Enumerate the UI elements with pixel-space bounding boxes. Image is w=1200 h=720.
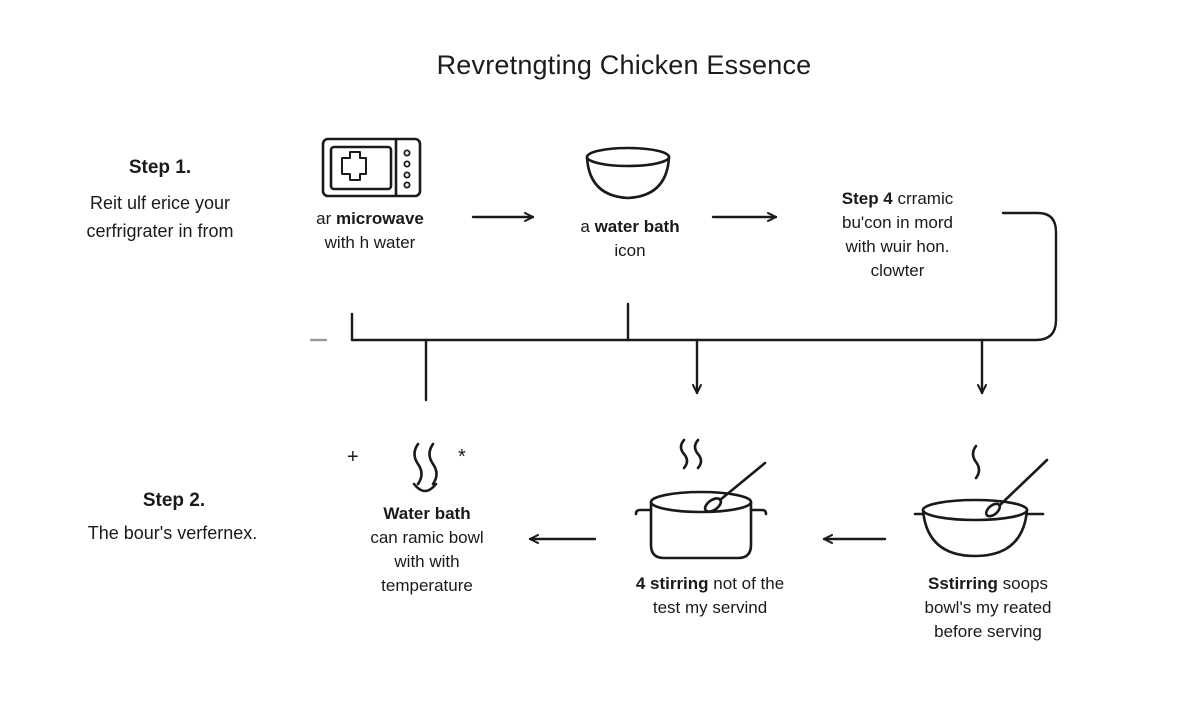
water-bath-bottom-line2: can ramic bowl — [370, 528, 484, 547]
water-bath-bottom-line1: Water bath — [383, 504, 471, 523]
microwave-node-text: ar microwave with h water — [295, 207, 445, 255]
bowl-icon — [585, 146, 671, 200]
step4-line2: bu'con in mord — [842, 213, 953, 232]
microwave-icon — [321, 137, 422, 198]
step1-text: Reit ulf erice your cerfrigrater in from — [55, 189, 265, 245]
diagram-title: Revretngting Chicken Essence — [436, 50, 812, 80]
bowl-with-spoon-icon — [913, 444, 1049, 558]
stirring-pot-line2: test my servind — [652, 598, 768, 617]
step1-text-line1: Reit ulf erice your — [89, 193, 231, 213]
stirring-pot-text: 4 stirring not of the test my servind — [610, 572, 810, 620]
microwave-text-line1: ar microwave — [316, 209, 424, 228]
water-bath-top-line1: a water bath — [580, 217, 680, 236]
water-bath-top-line2: icon — [614, 241, 646, 260]
water-bath-top-text: a water bath icon — [550, 215, 710, 263]
stirring-bowl-line2: bowl's my reated — [924, 598, 1052, 617]
microwave-text-line2: with h water — [324, 233, 416, 252]
connector-bracket — [350, 211, 1058, 342]
water-bath-bottom-line3: with with — [394, 552, 460, 571]
steam-icon — [412, 442, 438, 493]
stirring-bowl-line3: before serving — [934, 622, 1042, 641]
step4-line1: Step 4 crramic — [841, 189, 954, 208]
step4-line4: clowter — [870, 261, 925, 280]
sparkle-right-icon: * — [458, 446, 466, 468]
stirring-pot-line1: 4 stirring not of the — [635, 574, 785, 593]
step2-label: Step 2. — [142, 490, 206, 511]
step4-node-text: Step 4 crramic bu'con in mord with wuir … — [815, 187, 980, 283]
step1-label: Step 1. — [128, 157, 192, 178]
pot-with-spoon-icon — [634, 438, 768, 560]
stirring-bowl-line1: Sstirring soops — [928, 574, 1048, 593]
step4-line3: with wuir hon. — [845, 237, 950, 256]
step2-text: The bour's verfernex. — [87, 523, 258, 543]
sparkle-left-icon: + — [347, 446, 359, 468]
water-bath-bottom-line4: temperature — [381, 576, 473, 595]
step1-text-line2: cerfrigrater in from — [86, 221, 234, 241]
stirring-bowl-text: Sstirring soops bowl's my reated before … — [888, 572, 1088, 644]
water-bath-bottom-text: Water bath can ramic bowl with with temp… — [342, 502, 512, 598]
